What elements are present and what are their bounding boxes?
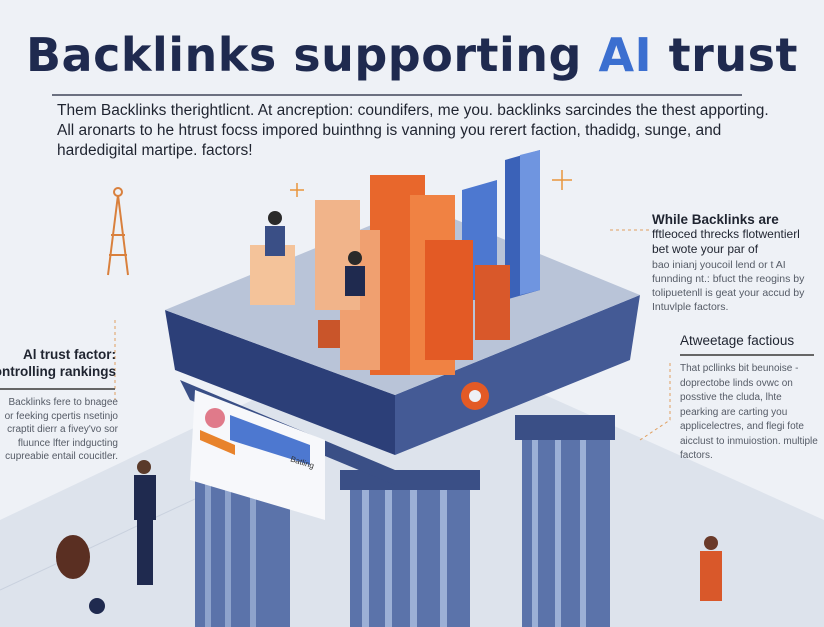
egg-shape [56,535,90,579]
title-highlight: AI [598,28,653,82]
title-suffix: trust [652,28,798,82]
right-panel-1-subheading: fftleoced threcks flotwentierl [652,227,800,241]
left-panel-line: cupreabie entail coucitler. [5,451,118,462]
right-panel-1-body: bao inianj youcoil lend or t AI funnding… [652,259,805,313]
page-title: Backlinks supporting AI trust [0,28,824,82]
left-panel-line: or feeking cpertis nsetinjo [4,410,118,422]
left-panel-line: craptit dierr a fivey'vo sor [7,424,118,435]
left-panel-heading-1: Al trust factor: [22,347,116,362]
divider [0,388,115,390]
right-pillar [515,415,615,627]
left-panel-line: Backlinks fere to bnagee [8,397,118,408]
ui-card [190,390,325,520]
orange-buildings [250,175,510,375]
right-panel-1-subheading-2: bet wote your par of [652,242,759,256]
antenna-tower-icon [107,187,129,276]
people [89,211,722,614]
left-panel-line: fluunce lfter indgucting [17,437,118,449]
left-panel-body: Backlinks fere to bnagee or feeking cper… [5,396,118,464]
center-pillar [340,470,480,627]
right-panel-1-title: While Backlinks are [652,212,779,227]
left-panel-heading-2: ontrolling rankings [0,364,116,379]
divider [680,354,814,356]
divider [52,94,742,96]
right-panel-1-heading: While Backlinks are fftleoced threcks fl… [652,212,824,257]
map-pin-icon [461,382,489,410]
title-prefix: Backlinks supporting [26,28,599,82]
left-panel-heading: Al trust factor: ontrolling rankings [0,346,116,380]
intro-paragraph: Them Backlinks therightlicnt. At ancrept… [57,102,769,159]
right-panel-2-body: That pcllinks bit beunoise - doprectobe … [680,363,818,461]
right-panel-2-heading: Atweetage factious [680,333,795,348]
